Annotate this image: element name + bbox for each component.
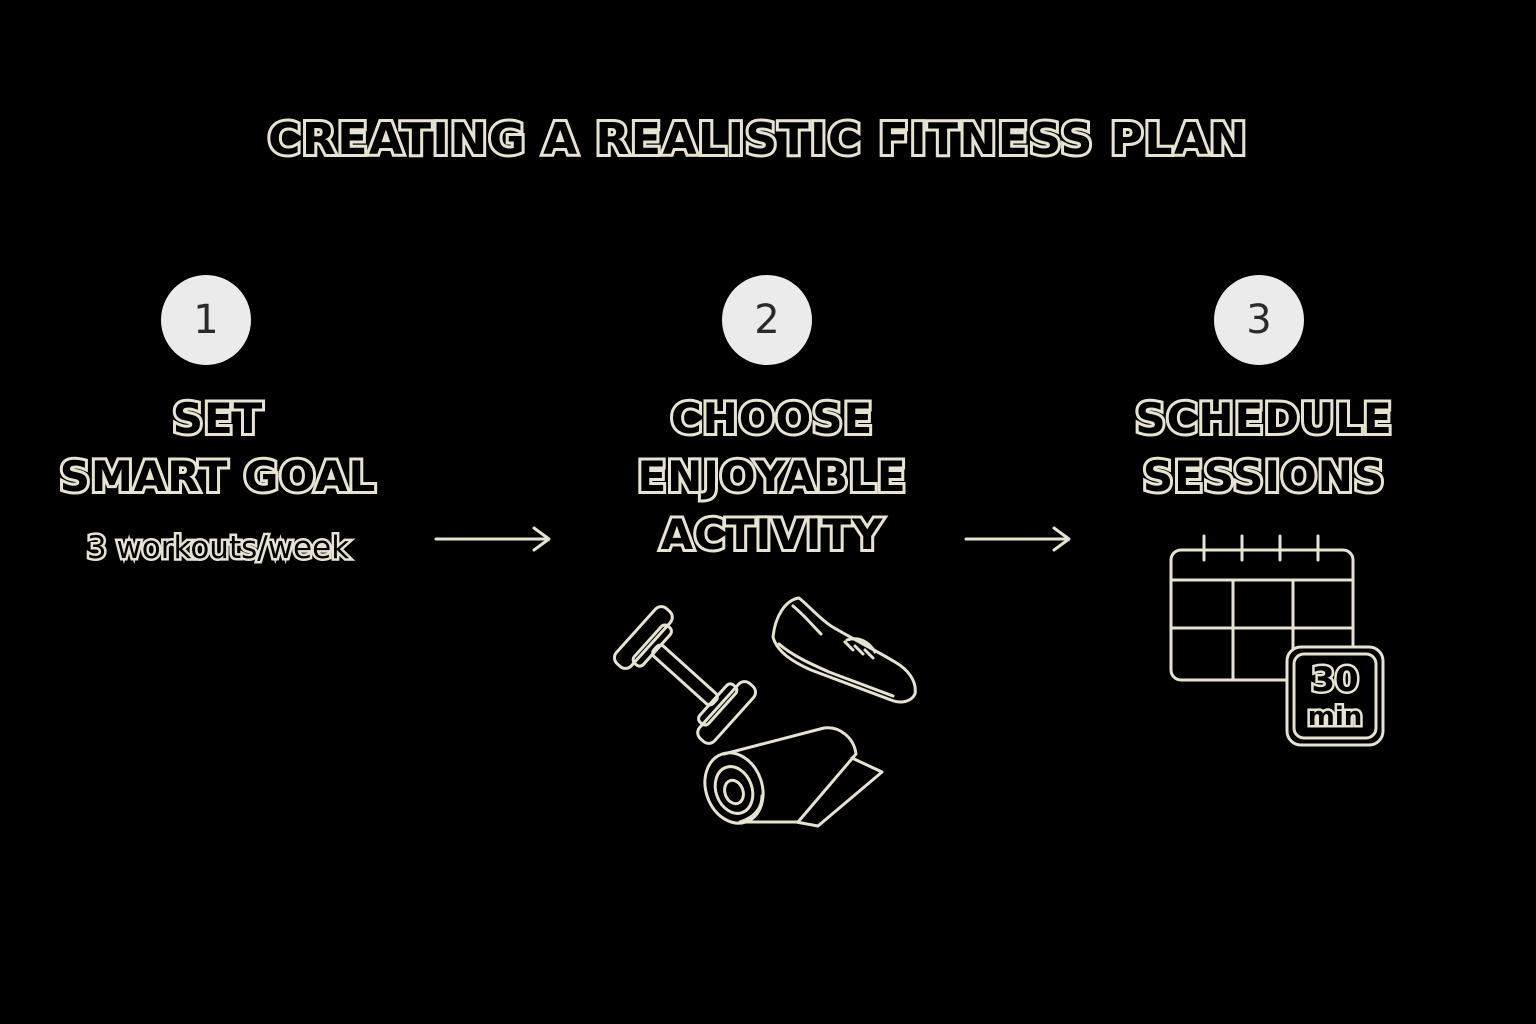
sneaker-icon xyxy=(771,596,917,704)
timer-icon xyxy=(1285,645,1385,747)
arrow-right-icon xyxy=(964,526,1071,552)
timer-value: 30 xyxy=(1309,658,1361,703)
step-1-number-badge: 1 xyxy=(161,275,251,365)
step-1-detail: 3 workouts/week xyxy=(84,528,351,569)
timer-unit: min xyxy=(1305,700,1365,735)
step-2-number-badge: 2 xyxy=(722,275,812,365)
step-1-title-line-1: SET xyxy=(170,391,266,446)
step-1-title-line-2: SMART GOAL xyxy=(57,449,379,504)
step-2-title-line-3: ACTIVITY xyxy=(658,507,886,562)
step-3-title: SCHEDULE SESSIONS xyxy=(1054,390,1474,506)
step-1-title: SET SMART GOAL xyxy=(8,390,428,506)
step-3-title-line-1: SCHEDULE xyxy=(1132,391,1394,446)
step-3-title-line-2: SESSIONS xyxy=(1140,449,1387,504)
yoga-mat-icon xyxy=(703,726,884,828)
step-3-number-badge: 3 xyxy=(1214,275,1304,365)
step-2-title-line-2: ENJOYABLE xyxy=(634,449,908,504)
dumbbell-icon xyxy=(612,605,758,745)
page-title: CREATING A REALISTIC FITNESS PLAN xyxy=(265,111,1249,168)
step-2-title: CHOOSE ENJOYABLE ACTIVITY xyxy=(562,390,982,564)
arrow-right-icon xyxy=(434,526,551,552)
step-2-title-line-1: CHOOSE xyxy=(668,391,875,446)
calendar-icon xyxy=(1169,534,1355,682)
